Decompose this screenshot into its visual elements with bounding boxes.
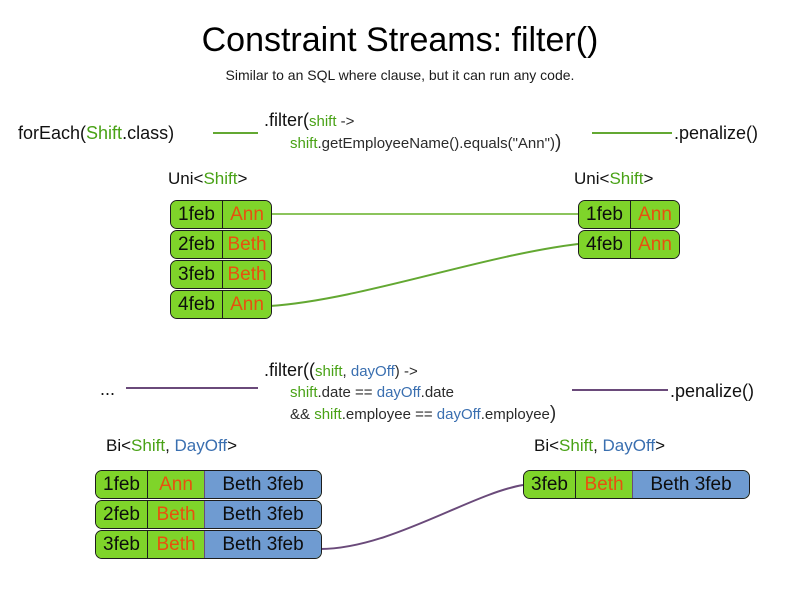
- bi-input-label-comma: ,: [165, 436, 175, 455]
- bi-filter-line-3: && shift.employee == dayOff.employee): [264, 403, 556, 425]
- fact-card-date: 2feb: [96, 501, 148, 528]
- fact-card-date: 2feb: [171, 231, 223, 258]
- fact-card-employee: Ann: [223, 201, 271, 228]
- fact-card-dayoff: Beth 3feb: [204, 531, 321, 558]
- bi-filter-l2d: .date: [420, 384, 455, 401]
- uni-filter-tail: ): [554, 132, 562, 153]
- uni-input-label-prefix: Uni<: [168, 169, 204, 188]
- bi-input-stack-label: Bi<Shift, DayOff>: [106, 435, 237, 456]
- bi-output-stack-label: Bi<Shift, DayOff>: [534, 435, 665, 456]
- fact-card-dayoff: Beth 3feb: [632, 471, 749, 498]
- uni-filter-arrow: ->: [336, 113, 355, 130]
- fact-card-employee: Beth: [148, 501, 204, 528]
- uni-filter-body-prefix: shift: [290, 135, 318, 152]
- uni-filter-line-1: .filter(shift ->: [264, 110, 561, 132]
- bi-filter-l3c: .employee ==: [341, 406, 437, 423]
- page-subtitle: Similar to an SQL where clause, but it c…: [225, 67, 575, 83]
- uni-source-prefix: forEach(: [18, 123, 87, 143]
- fact-card-employee: Beth: [148, 531, 204, 558]
- fact-card-date: 1feb: [171, 201, 223, 228]
- fact-card-employee: Ann: [223, 291, 271, 318]
- bi-terminal-expression: .penalize(): [670, 381, 755, 401]
- uni-source-tail: .class): [122, 123, 175, 143]
- bi-filter-arrow: ) ->: [394, 363, 418, 380]
- uni-source-expression: forEach(Shift.class): [18, 122, 174, 144]
- uni-filter-expression: .filter(shift -> shift.getEmployeeName()…: [264, 110, 561, 154]
- uni-output-label-suffix: >: [643, 169, 654, 188]
- uni-terminal-expression: .penalize(): [674, 123, 759, 143]
- page-title: Constraint Streams: filter(): [201, 21, 599, 59]
- uni-output-stack-label: Uni<Shift>: [574, 168, 653, 189]
- bi-source-expression: ...: [100, 379, 116, 399]
- fact-card-employee: Beth: [223, 231, 271, 258]
- bi-output-label-comma: ,: [593, 436, 603, 455]
- fact-card-date: 1feb: [579, 201, 631, 228]
- uni-output-label-prefix: Uni<: [574, 169, 610, 188]
- bi-filter-param1: shift: [315, 363, 343, 380]
- bi-filter-expression: .filter((shift, dayOff) -> shift.date ==…: [264, 360, 556, 425]
- uni-input-stack-label: Uni<Shift>: [168, 168, 247, 189]
- bi-output-label-type1: Shift: [559, 436, 594, 455]
- fact-card-date: 4feb: [171, 291, 223, 318]
- fact-card-employee: Beth: [223, 261, 271, 288]
- bi-output-label-prefix: Bi<: [534, 436, 560, 455]
- uni-input-label-suffix: >: [237, 169, 248, 188]
- bi-output-label-type2: DayOff: [602, 436, 656, 455]
- fact-card-employee: Ann: [631, 231, 679, 258]
- fact-card-date: 1feb: [96, 471, 148, 498]
- bi-filter-line-2: shift.date == dayOff.date: [264, 382, 556, 403]
- bi-output-label-suffix: >: [655, 436, 666, 455]
- uni-source-type: Shift: [86, 123, 123, 143]
- bi-input-label-type1: Shift: [131, 436, 166, 455]
- bi-filter-l2c: dayOff: [376, 384, 421, 401]
- uni-filter-head: .filter(: [264, 110, 309, 130]
- fact-card-date: 3feb: [171, 261, 223, 288]
- bi-filter-l3e: .employee: [480, 406, 550, 423]
- bi-filter-l2b: .date ==: [317, 384, 377, 401]
- bi-filter-comma: ,: [342, 363, 351, 380]
- fact-card-date: 3feb: [524, 471, 576, 498]
- bi-input-label-prefix: Bi<: [106, 436, 132, 455]
- bi-filter-param2: dayOff: [350, 363, 395, 380]
- uni-filter-param: shift: [309, 113, 337, 130]
- wire-uni-row4: [269, 243, 579, 307]
- fact-card-employee: Beth: [576, 471, 632, 498]
- bi-filter-l3a: &&: [290, 406, 315, 423]
- fact-card-date: 4feb: [579, 231, 631, 258]
- fact-card-date: 3feb: [96, 531, 148, 558]
- bi-input-label-suffix: >: [227, 436, 238, 455]
- bi-filter-line-1: .filter((shift, dayOff) ->: [264, 360, 556, 382]
- fact-card-dayoff: Beth 3feb: [204, 471, 321, 498]
- wire-bi-row3: [319, 484, 524, 550]
- bi-filter-tail: ): [549, 403, 557, 424]
- uni-output-label-type: Shift: [609, 169, 644, 188]
- bi-filter-l3b: shift: [314, 406, 342, 423]
- uni-filter-body: .getEmployeeName().equals("Ann"): [317, 135, 555, 152]
- bi-filter-head: .filter((: [264, 360, 315, 380]
- fact-card-dayoff: Beth 3feb: [204, 501, 321, 528]
- uni-input-label-type: Shift: [203, 169, 238, 188]
- bi-input-label-type2: DayOff: [174, 436, 228, 455]
- bi-filter-l2a: shift: [290, 384, 318, 401]
- uni-filter-line-2: shift.getEmployeeName().equals("Ann")): [264, 132, 561, 154]
- bi-filter-l3d: dayOff: [436, 406, 481, 423]
- fact-card-employee: Ann: [148, 471, 204, 498]
- fact-card-employee: Ann: [631, 201, 679, 228]
